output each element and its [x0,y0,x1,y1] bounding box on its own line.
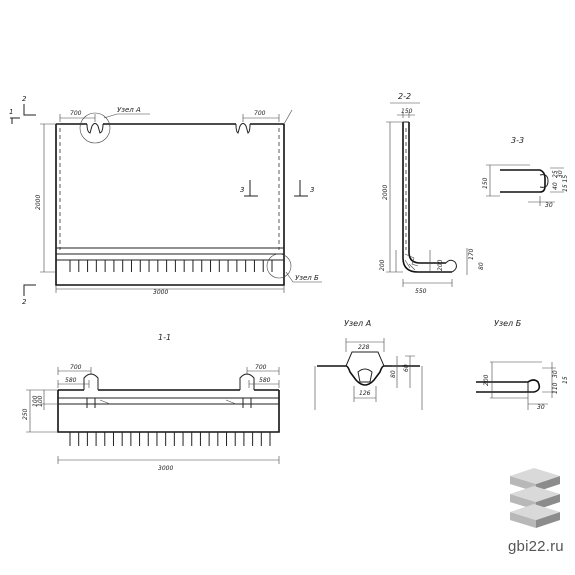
logo-slab-top [510,468,560,484]
dim-22-170: 170 [468,248,475,260]
dim-nb-200: 200 [483,374,490,386]
dim-11-250: 250 [22,408,29,420]
dim-na-60: 60 [403,364,410,372]
dim-33-30b: 30 [557,170,564,178]
section-11-drawing [26,367,280,464]
node-a-title: Узел А [344,319,371,328]
dim-33-15-15: 15 15 [562,175,569,192]
dim-11-700-right: 700 [255,364,267,371]
logo-slab-top [510,504,560,520]
node-a-label: Узел А [117,106,141,114]
dim-nb-30-bottom: 30 [537,404,545,411]
dim-22-2000: 2000 [382,185,389,200]
dim-22-150: 150 [401,108,413,115]
node-b-drawing [476,361,556,410]
dim-11-100-b: 100 [37,395,44,407]
dim-nb-15: 15 [562,376,569,384]
logo-slab-right [536,476,560,492]
section-33-title: 3-3 [511,136,524,145]
dim-22-200-left: 200 [379,259,386,271]
main-sole-teeth [69,260,273,272]
section-33-drawing [486,164,564,206]
logo-slab-right [536,512,560,528]
dim-nb-30-top: 30 [552,370,559,378]
site-logo-icon [510,468,560,528]
section-11-teeth [69,432,271,446]
logo-slab-left [510,512,536,528]
section-mark-33-left: 3 [240,186,244,194]
dim-height: 2000 [35,195,42,210]
dim-11-580-right: 580 [259,377,271,384]
dim-11-3000: 3000 [158,465,173,472]
dim-11-700-left: 700 [70,364,82,371]
section-22-title: 2-2 [398,92,411,101]
site-name[interactable]: gbi22.ru [508,538,564,555]
dim-33-150: 150 [482,177,489,189]
dim-na-80: 80 [390,370,397,378]
dim-33-40: 40 [552,182,559,190]
section-22-drawing [386,102,468,287]
dim-33-25: 25 [552,170,559,178]
dim-22-550: 550 [415,288,427,295]
section-mark-left: 1 [9,108,13,116]
dim-700-left: 700 [70,110,82,117]
dim-33-30: 30 [545,202,553,209]
dim-width: 3000 [153,289,168,296]
dim-11-580-left: 580 [65,377,77,384]
node-a-drawing [314,338,423,410]
dim-22-200-right: 200 [437,259,444,271]
logo-slab-top [510,486,560,502]
node-b-label: Узел Б [295,274,319,282]
section-mark-top: 2 [22,95,27,103]
section-11-title: 1-1 [158,333,171,342]
main-elevation [10,104,322,296]
node-b-title: Узел Б [494,319,522,328]
dim-na-228: 228 [358,344,370,351]
dim-nb-110: 110 [552,382,559,394]
dim-22-80: 80 [478,262,485,270]
dim-11-100-a: 100 [32,395,39,407]
section-mark-33-right: 3 [310,186,314,194]
logo-slab-right [536,494,560,510]
section-mark-bottom: 2 [22,298,27,306]
dim-na-126: 126 [359,390,371,397]
dim-700-right: 700 [254,110,266,117]
